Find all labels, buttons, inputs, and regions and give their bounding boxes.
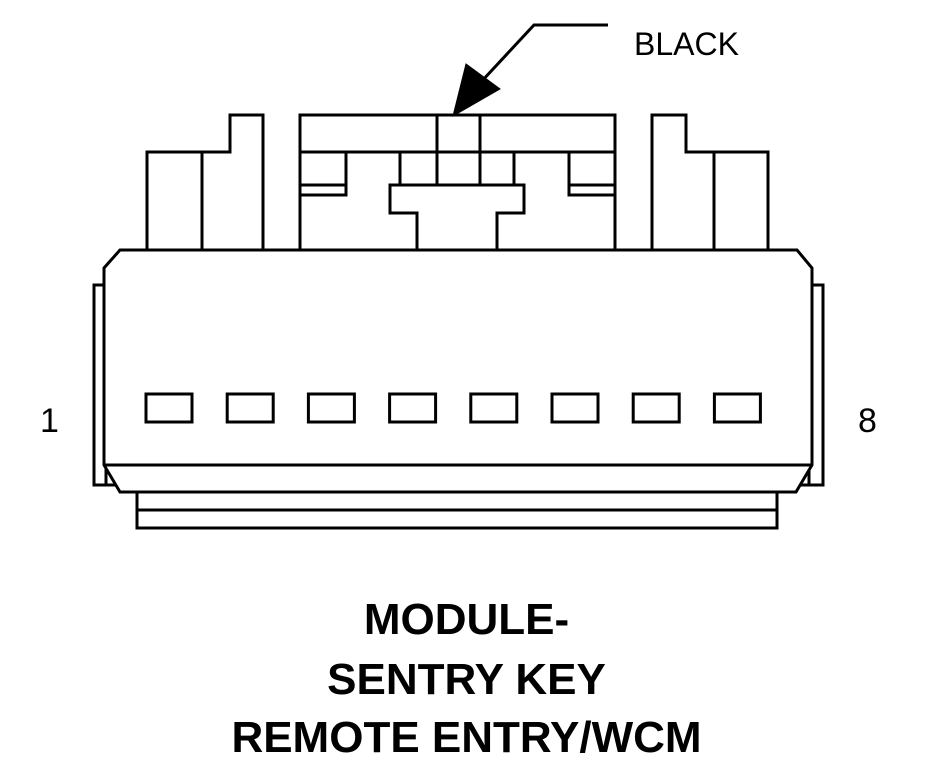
diagram-title-line-2: SENTRY KEY [327, 655, 606, 704]
pin-cavity-7 [631, 392, 681, 424]
pin-number-last: 8 [858, 402, 877, 440]
pin-cavity-3 [306, 392, 356, 424]
connector-body [102, 248, 814, 494]
pin-cavity-4 [388, 392, 438, 424]
pin-cavity-1 [144, 392, 194, 424]
left-latch-tabs [145, 113, 265, 254]
pin-number-first: 1 [40, 402, 59, 440]
pin-cavity-2 [225, 392, 275, 424]
diagram-title-line-1: MODULE- [363, 595, 570, 644]
pin-cavity-8 [712, 392, 762, 424]
diagram-title-line-3: REMOTE ENTRY/WCM [231, 713, 702, 762]
center-lock-bar [298, 113, 617, 252]
pin-cavity-5 [469, 392, 519, 424]
pin-cavity-6 [550, 392, 600, 424]
callout-arrow [452, 23, 608, 118]
wire-color-label: BLACK [634, 26, 739, 62]
pin-cavities [144, 392, 762, 424]
right-latch-tabs [650, 113, 770, 254]
